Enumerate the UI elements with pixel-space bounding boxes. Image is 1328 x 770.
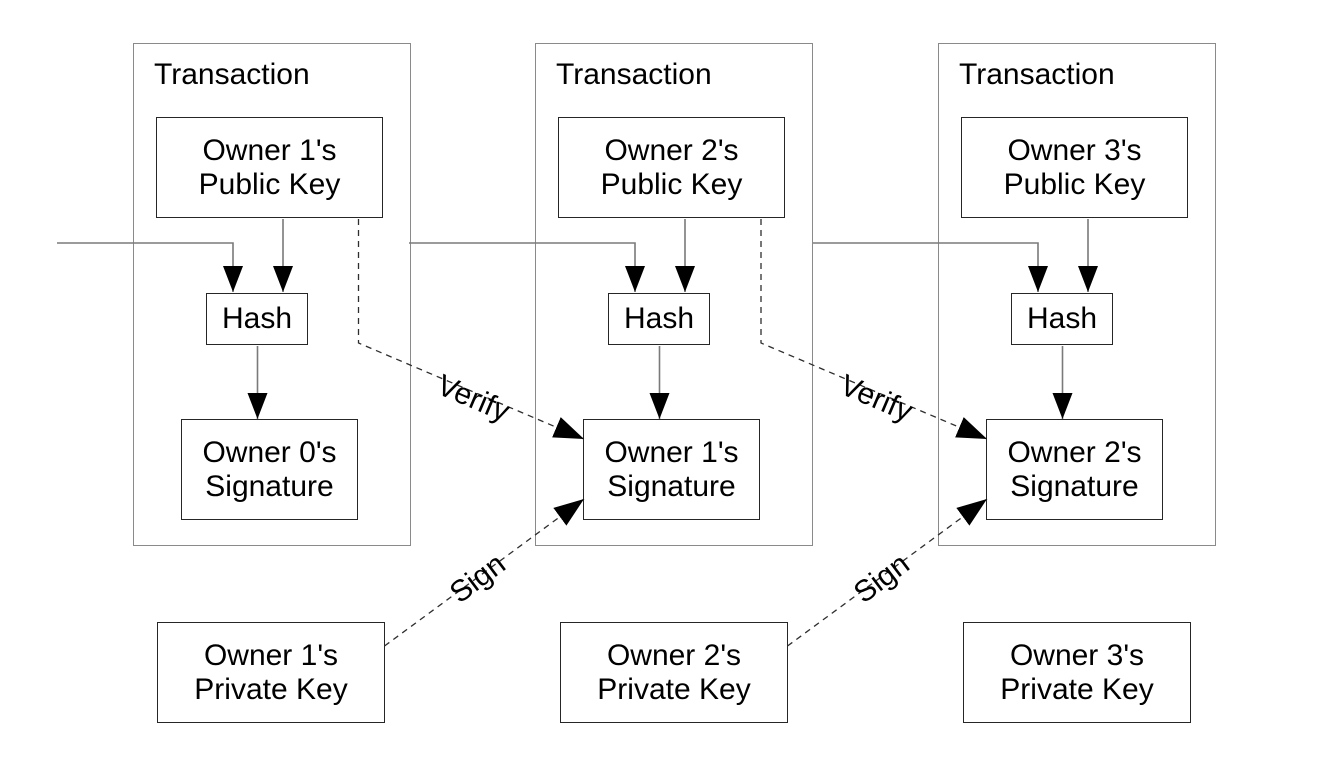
verify-label-2: Verify xyxy=(835,368,918,429)
signature-box-2: Owner 1's Signature xyxy=(583,419,760,520)
hash-box-2: Hash xyxy=(608,293,710,345)
public-key-box-1: Owner 1's Public Key xyxy=(156,117,383,218)
transaction-box-3: Transaction Owner 3's Public Key Hash Ow… xyxy=(938,43,1216,546)
signature-box-1: Owner 0's Signature xyxy=(181,419,358,520)
transaction-box-2: Transaction Owner 2's Public Key Hash Ow… xyxy=(535,43,813,546)
private-key-box-1: Owner 1's Private Key xyxy=(157,622,385,723)
hash-box-1: Hash xyxy=(206,293,308,345)
verify-label-1: Verify xyxy=(432,368,515,429)
transaction-title: Transaction xyxy=(959,58,1115,91)
public-key-box-2: Owner 2's Public Key xyxy=(558,117,785,218)
public-key-box-3: Owner 3's Public Key xyxy=(961,117,1188,218)
sign-label-1: Sign xyxy=(443,547,512,610)
signature-box-3: Owner 2's Signature xyxy=(986,419,1163,520)
transaction-title: Transaction xyxy=(154,58,310,91)
private-key-box-2: Owner 2's Private Key xyxy=(560,622,788,723)
private-key-box-3: Owner 3's Private Key xyxy=(963,622,1191,723)
transaction-box-1: Transaction Owner 1's Public Key Hash Ow… xyxy=(133,43,411,546)
hash-box-3: Hash xyxy=(1011,293,1113,345)
transaction-title: Transaction xyxy=(556,58,712,91)
sign-label-2: Sign xyxy=(847,547,916,610)
